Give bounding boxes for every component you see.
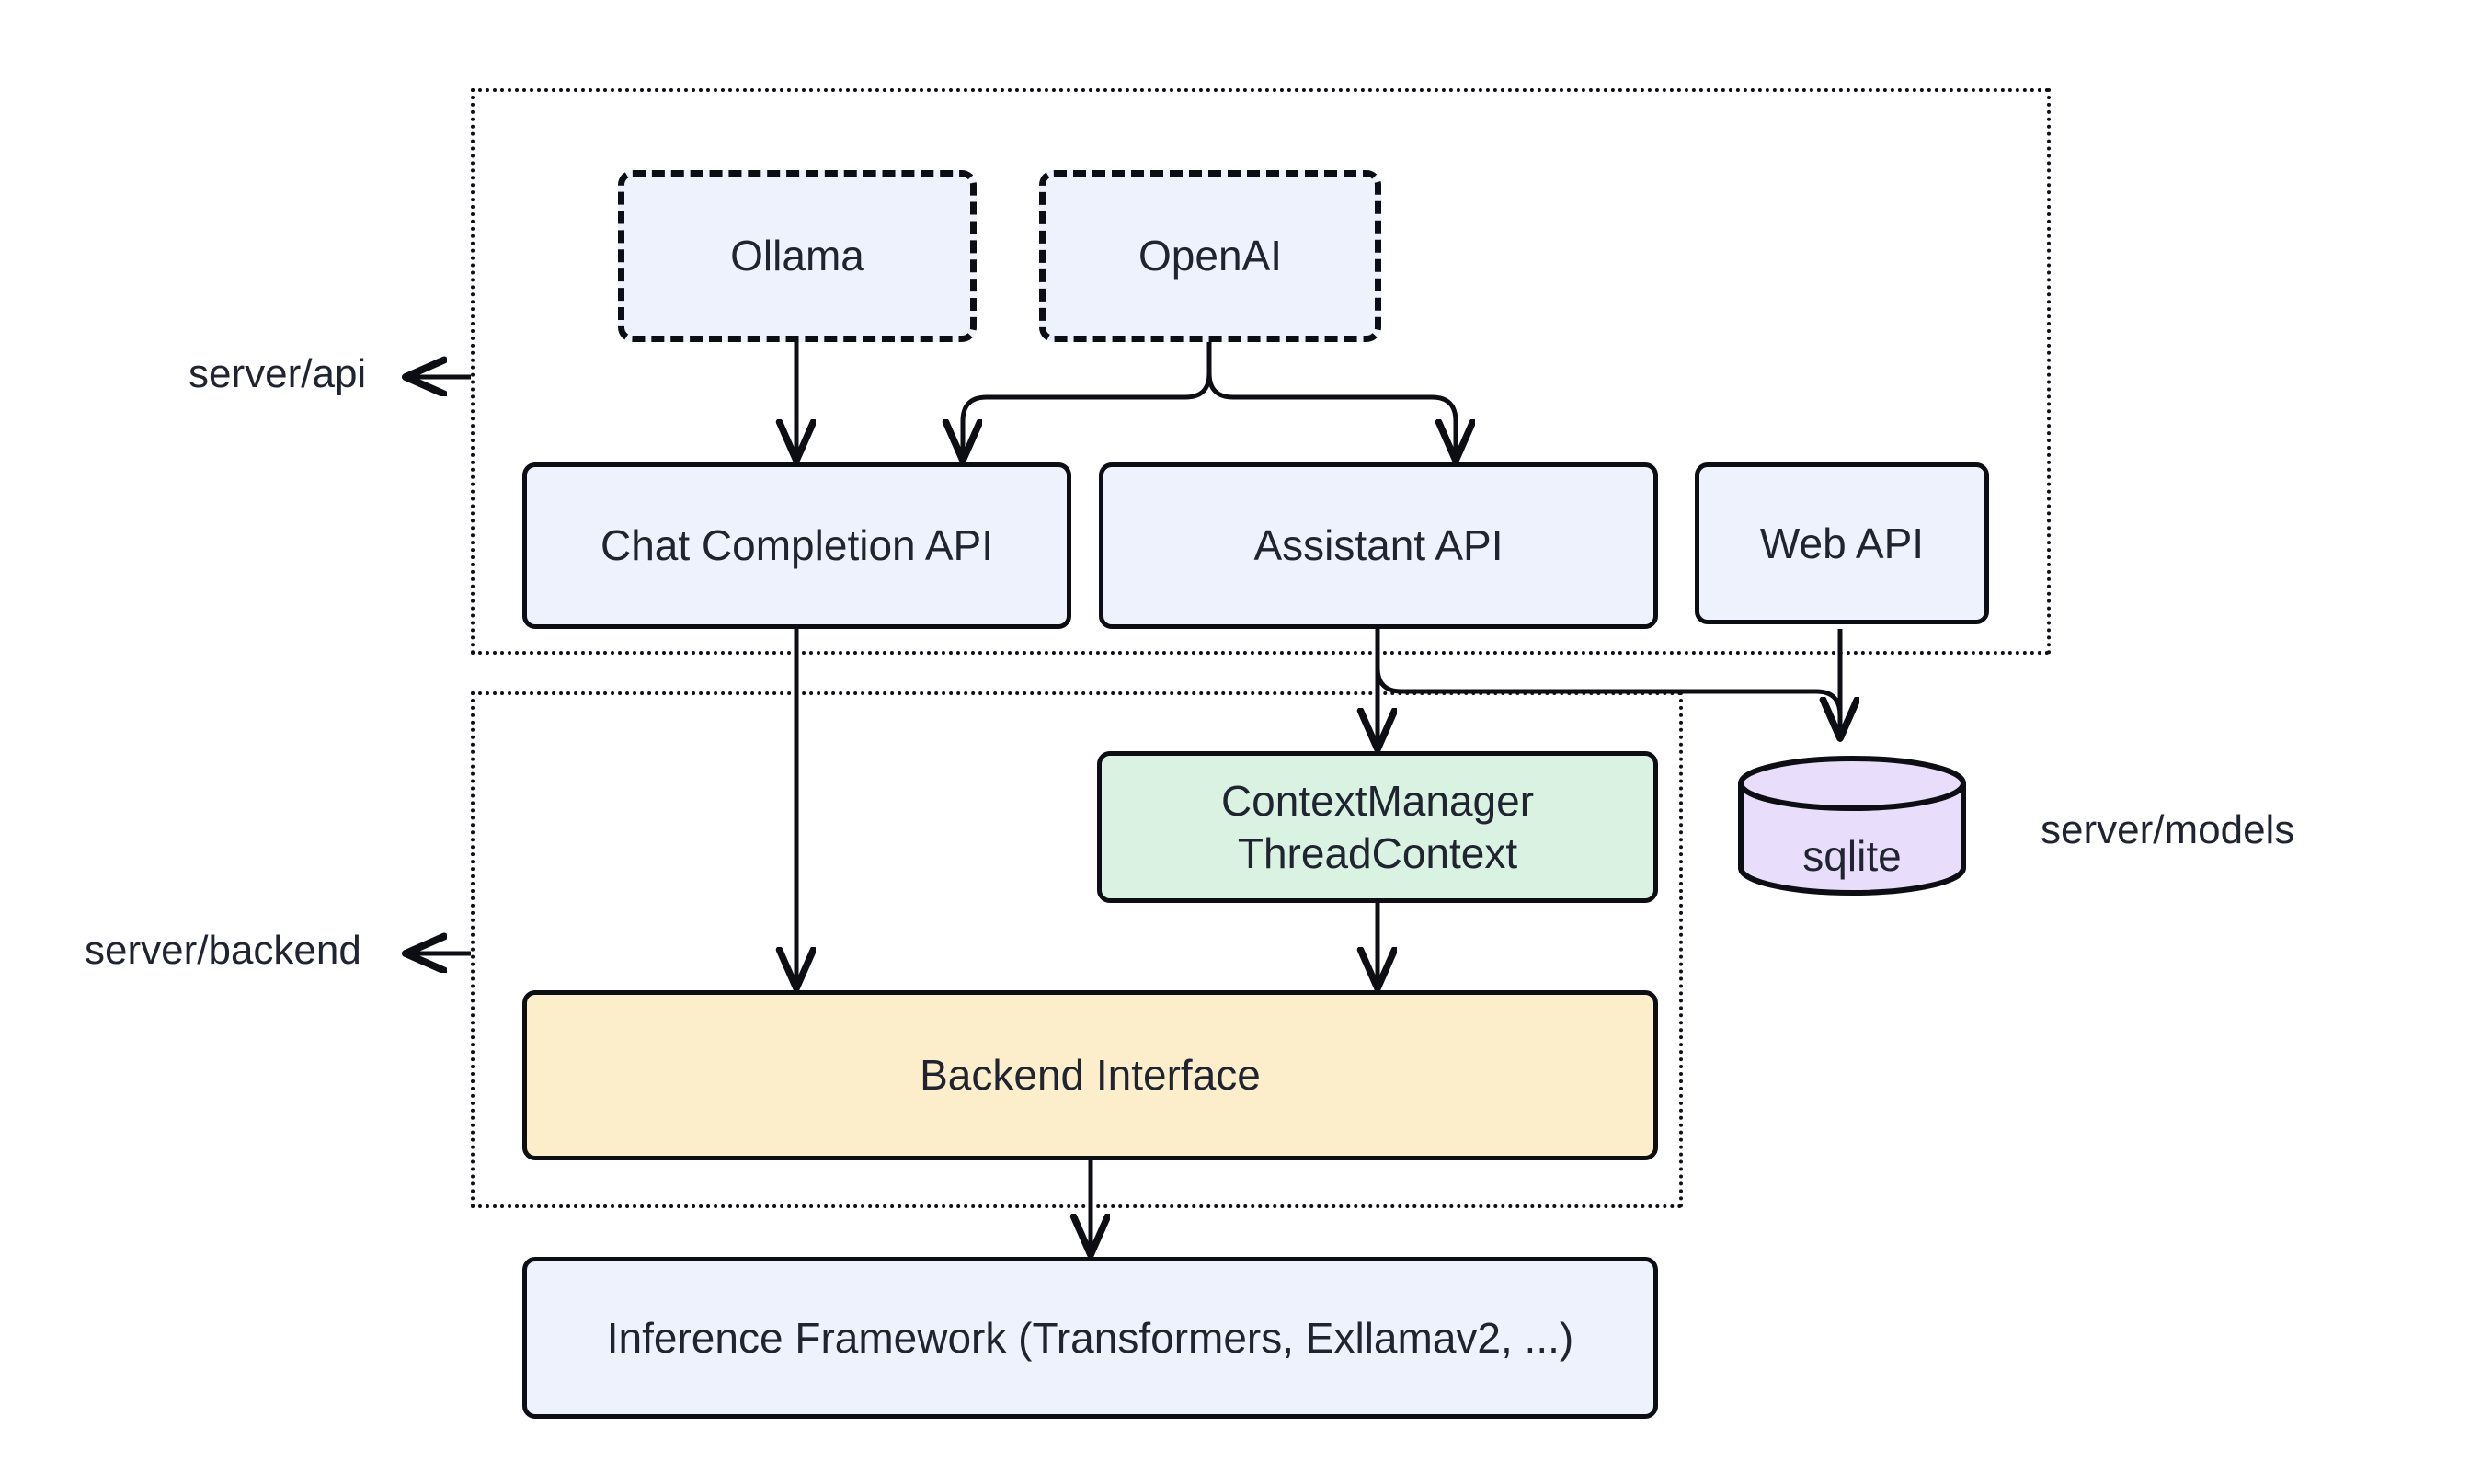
node-web-api[interactable]: Web API [1695, 462, 1989, 624]
node-assistant-api-label: Assistant API [1253, 521, 1504, 570]
node-chat-completion-api[interactable]: Chat Completion API [522, 462, 1071, 629]
node-chat-completion-api-label: Chat Completion API [600, 521, 993, 570]
sqlite-cylinder-shape [1738, 756, 1966, 896]
node-sqlite-label: sqlite [1802, 832, 1902, 880]
node-ollama[interactable]: Ollama [618, 170, 977, 342]
node-context-manager-label-line1: ContextManager [1220, 777, 1535, 826]
node-assistant-api[interactable]: Assistant API [1099, 462, 1658, 629]
node-context-manager-label-line2: ThreadContext [1237, 828, 1518, 877]
group-server-api [471, 88, 2051, 655]
node-openai-label: OpenAI [1138, 232, 1282, 280]
node-inference-framework-label: Inference Framework (Transformers, Exlla… [606, 1313, 1574, 1362]
node-ollama-label: Ollama [730, 232, 864, 280]
node-backend-interface[interactable]: Backend Interface [522, 990, 1658, 1160]
group-label-server-backend: server/backend [85, 928, 361, 973]
node-inference-framework[interactable]: Inference Framework (Transformers, Exlla… [522, 1257, 1658, 1419]
node-backend-interface-label: Backend Interface [920, 1051, 1261, 1100]
node-web-api-label: Web API [1759, 519, 1925, 567]
node-openai[interactable]: OpenAI [1039, 170, 1381, 342]
node-context-manager[interactable]: ContextManager ThreadContext [1097, 751, 1658, 903]
node-sqlite[interactable]: sqlite [1736, 756, 1968, 896]
group-server-backend [471, 691, 1683, 1208]
group-label-server-models: server/models [2041, 807, 2295, 852]
group-label-server-api: server/api [189, 351, 367, 396]
